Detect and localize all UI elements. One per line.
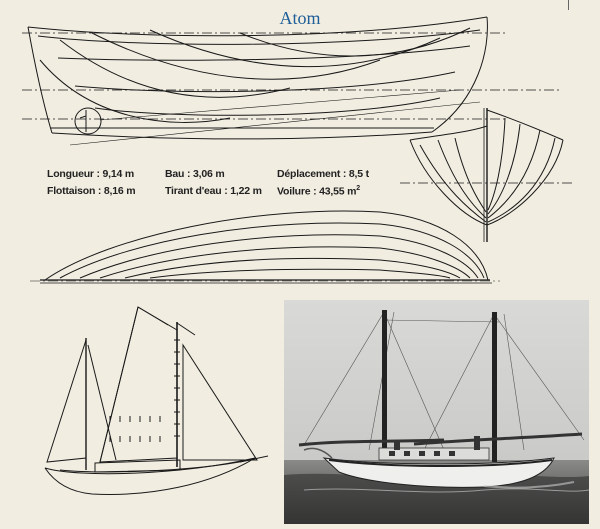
photo-image — [284, 300, 589, 524]
spec-longueur: Longueur : 9,14 m — [47, 168, 135, 180]
sail-plan-drawing — [44, 306, 269, 495]
corner-tick — [568, 0, 569, 10]
spec-flottaison: Flottaison : 8,16 m — [47, 185, 136, 197]
unit-superscript: 2 — [356, 185, 360, 192]
hull-body-plan-drawing — [400, 108, 575, 242]
spec-bau: Bau : 3,06 m — [165, 168, 225, 180]
drawing-title: Atom — [279, 8, 321, 28]
specifications: Longueur : 9,14 m Flottaison : 8,16 m Ba… — [47, 168, 387, 202]
spec-deplacement: Déplacement : 8,5 t — [277, 168, 369, 180]
hull-half-breadth-drawing — [30, 210, 500, 284]
spec-tirant: Tirant d'eau : 1,22 m — [165, 185, 262, 197]
spec-voilure: Voilure : 43,55 m2 — [277, 185, 360, 198]
boat-photograph — [284, 300, 589, 524]
hull-profile-drawing — [22, 16, 560, 146]
